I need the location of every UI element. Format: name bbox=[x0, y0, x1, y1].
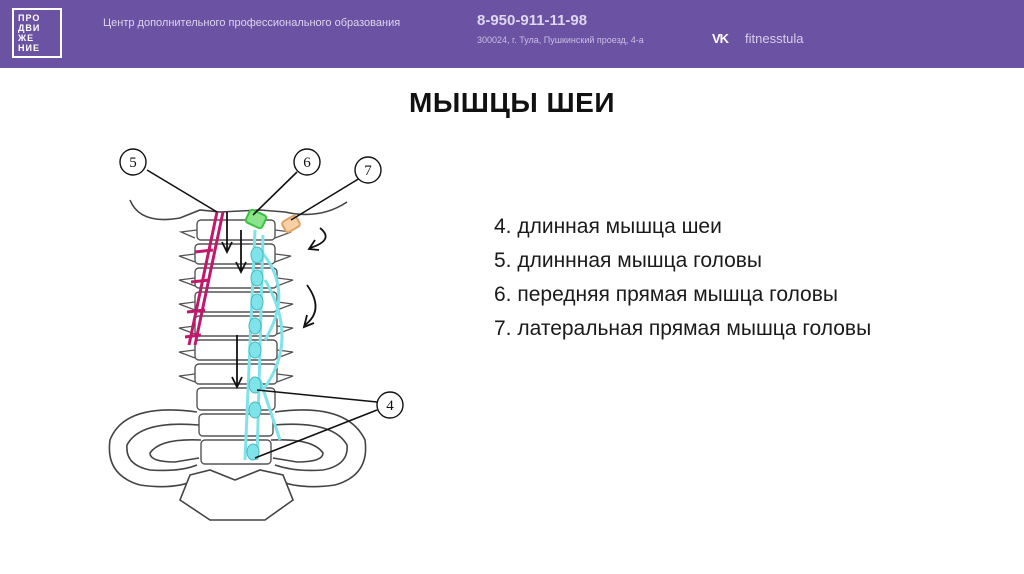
legend-list: 4. длинная мышца шеи 5. длиннная мышца г… bbox=[494, 210, 871, 346]
phone-number: 8-950-911-11-98 bbox=[477, 12, 588, 29]
vk-handle: fitnesstula bbox=[745, 31, 804, 46]
callout-label: 5 bbox=[129, 155, 137, 171]
callout-label: 7 bbox=[364, 163, 372, 179]
list-item: 7. латеральная прямая мышца головы bbox=[494, 317, 872, 340]
center-name: Центр дополнительного профессионального … bbox=[103, 17, 401, 29]
rib-cage bbox=[108, 409, 367, 488]
callout-label: 6 bbox=[303, 155, 311, 171]
callout-lines bbox=[146, 169, 378, 459]
transverse-processes bbox=[178, 229, 294, 383]
list-item: 6. передняя прямая мышца головы bbox=[494, 283, 838, 306]
logo-line: ПРО bbox=[18, 13, 41, 23]
neck-muscles-diagram: 5 6 7 4 bbox=[108, 148, 404, 521]
rectus-capitis-lateralis-muscle bbox=[281, 214, 301, 234]
callout-label: 4 bbox=[386, 398, 394, 414]
rectus-capitis-anterior-muscle bbox=[244, 208, 268, 230]
longus-capitis-muscle bbox=[184, 211, 225, 346]
header-bar: ПРО ДВИ ЖЕ НИЕ Центр дополнительного про… bbox=[0, 0, 1024, 68]
logo-line: НИЕ bbox=[18, 43, 40, 53]
logo-line: ЖЕ bbox=[18, 33, 35, 43]
logo-icon: ПРО ДВИ ЖЕ НИЕ bbox=[12, 8, 62, 58]
action-arrows bbox=[221, 212, 327, 390]
longus-colli-bellies bbox=[246, 246, 264, 461]
address: 300024, г. Тула, Пушкинский проезд, 4-а bbox=[477, 35, 644, 45]
vk-icon: VK bbox=[712, 31, 729, 46]
list-item: 5. длиннная мышца головы bbox=[494, 249, 763, 272]
list-item: 4. длинная мышца шеи bbox=[494, 215, 722, 238]
callout-circles bbox=[119, 148, 404, 419]
skull-base bbox=[129, 199, 348, 221]
logo-line: ДВИ bbox=[18, 23, 41, 33]
sternum bbox=[179, 469, 294, 521]
slide-title: МЫШЦЫ ШЕИ bbox=[409, 87, 615, 118]
